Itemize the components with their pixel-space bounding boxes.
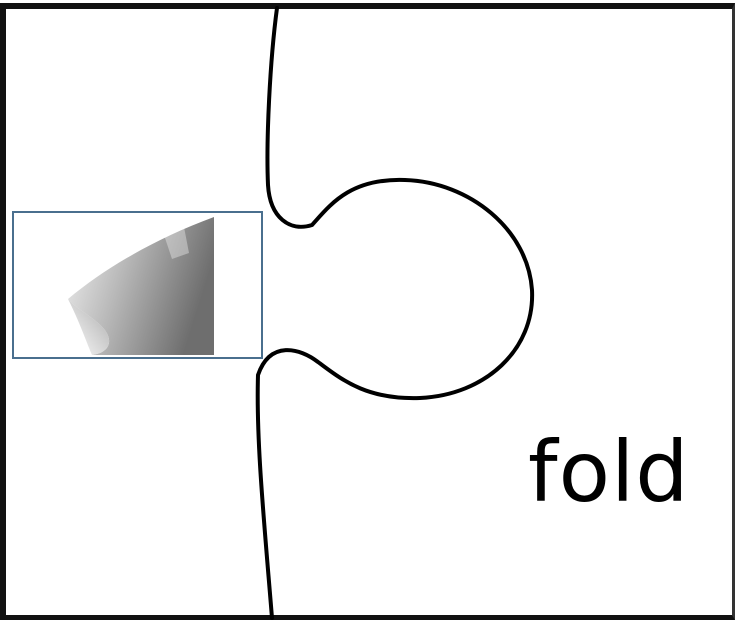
page-curl-icon [14, 213, 261, 357]
page-curl-inset [12, 211, 263, 359]
fold-label: fold [528, 430, 690, 514]
puzzle-knob-outline [258, 8, 532, 618]
